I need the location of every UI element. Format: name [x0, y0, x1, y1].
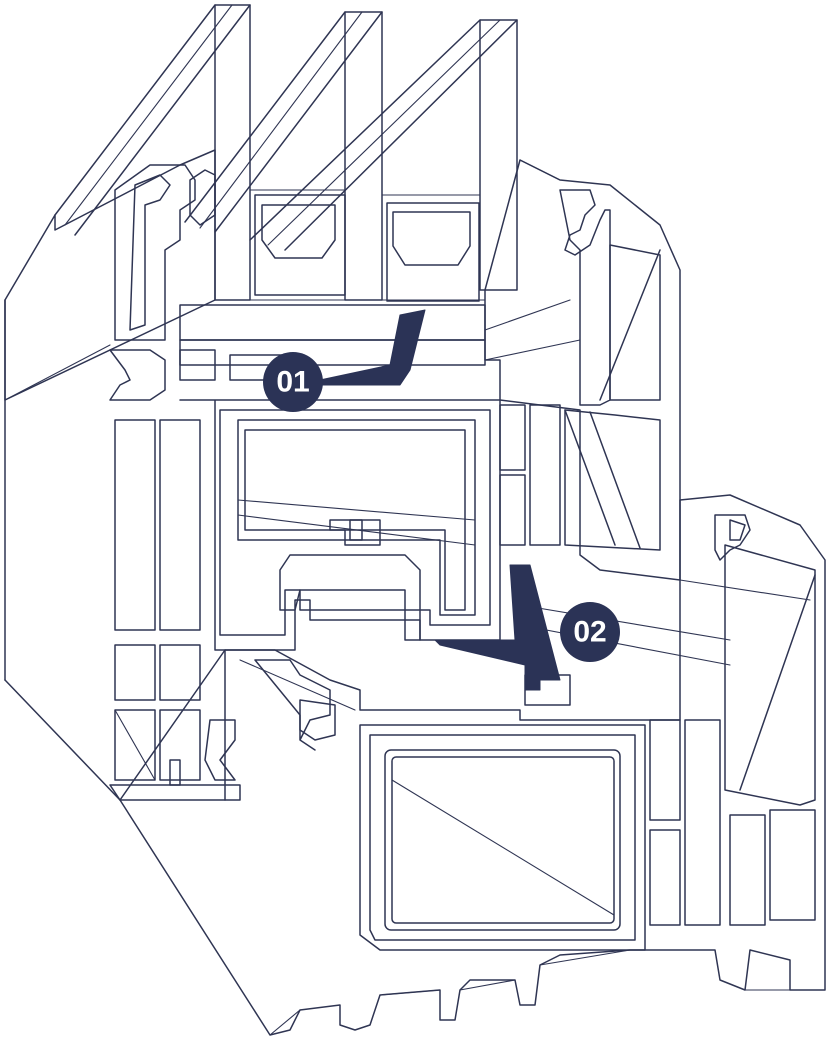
seal-gasket-bottom — [434, 564, 561, 691]
callout-01-badge — [263, 352, 323, 412]
callout-02-badge — [560, 602, 620, 662]
callout-01-label: 01 — [276, 366, 309, 399]
seal-gasket-top — [319, 309, 426, 386]
callout-02-label: 02 — [573, 616, 606, 649]
callout-02: 02 — [560, 602, 620, 662]
callout-01: 01 — [263, 352, 323, 412]
left-chambers — [109, 349, 291, 801]
glazing-panes — [54, 4, 518, 301]
sash-profile — [4, 149, 681, 801]
frame-profile — [119, 494, 826, 1036]
spacer-bars — [254, 194, 480, 302]
